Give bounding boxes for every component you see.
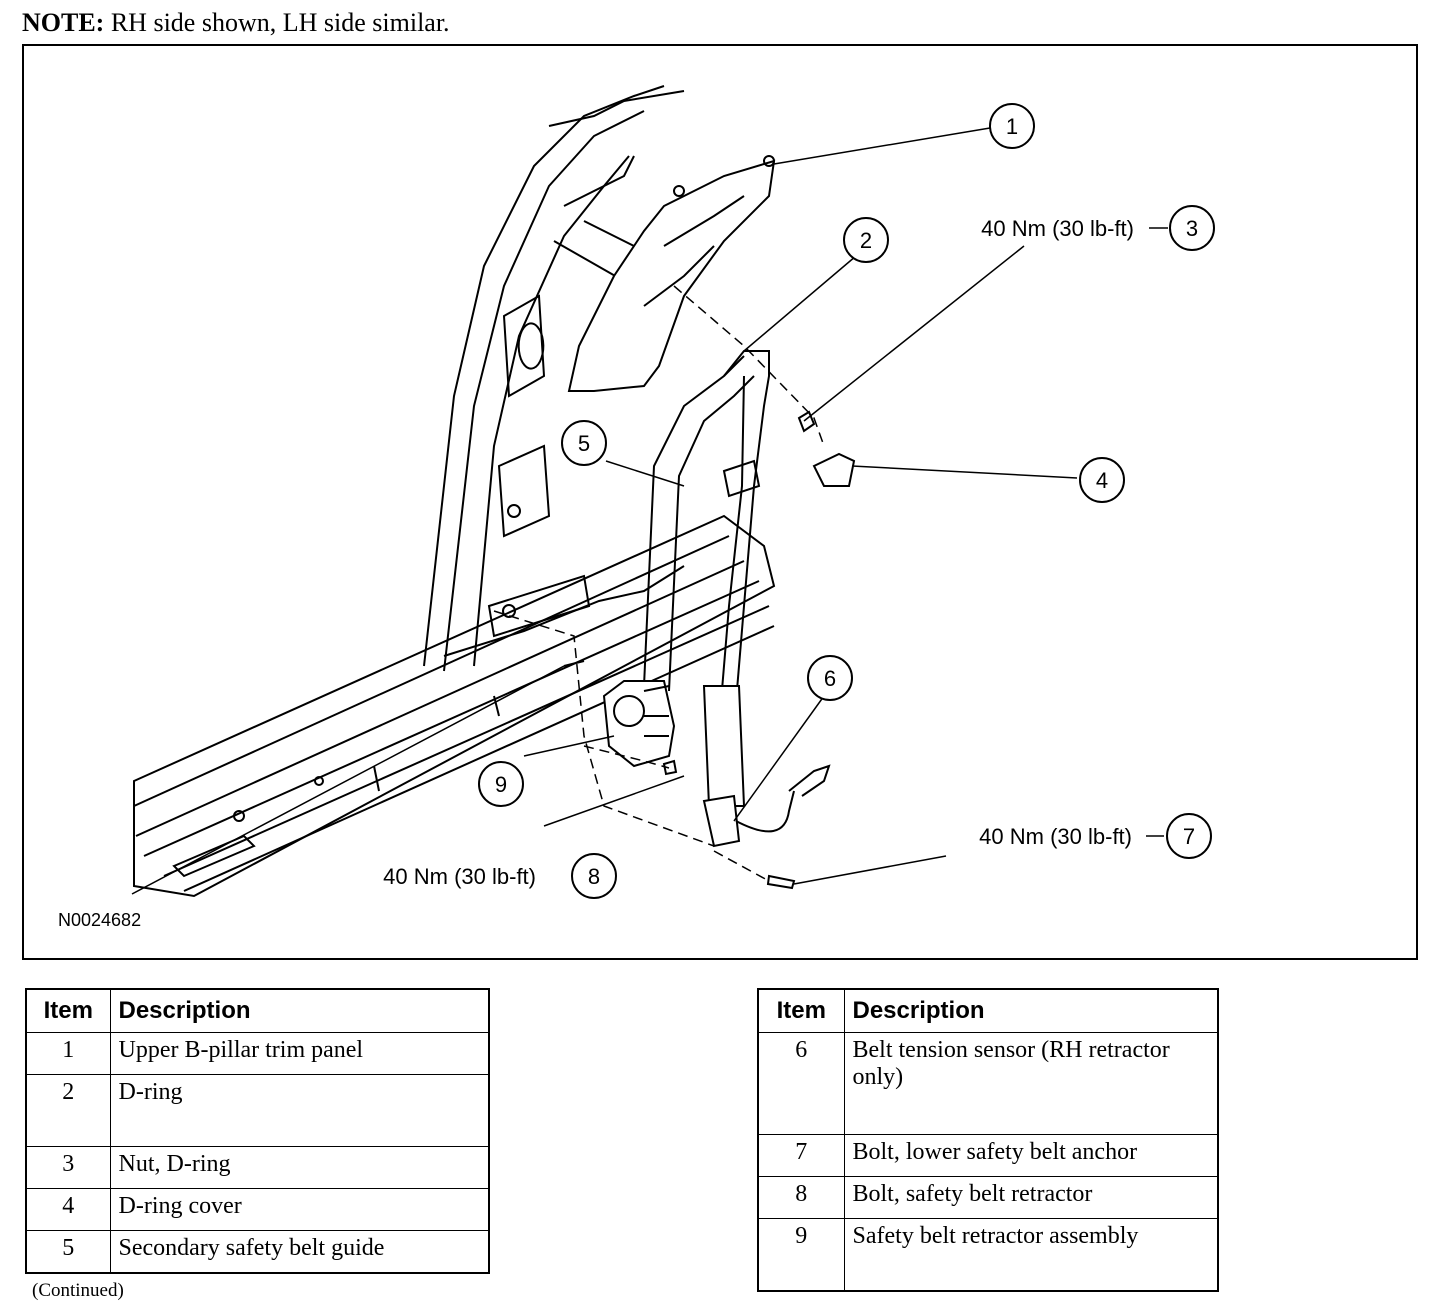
callout-7: 40 Nm (30 lb-ft) 7 bbox=[979, 813, 1212, 859]
item-description: Nut, D-ring bbox=[109, 1146, 490, 1189]
retractor-bolt-drawing bbox=[662, 759, 678, 776]
item-description: Upper B-pillar trim panel bbox=[109, 1032, 490, 1075]
seat-belt-illustration: 1 2 40 Nm (30 lb-ft) 3 4 5 6 40 Nm (30 l… bbox=[131, 85, 1215, 899]
b-pillar-drawing bbox=[423, 85, 685, 672]
table-row: 9 Safety belt retractor assembly bbox=[757, 1218, 1219, 1291]
upper-trim-panel-drawing bbox=[567, 155, 776, 392]
note-label: NOTE: bbox=[22, 8, 105, 37]
item-number: 3 bbox=[25, 1146, 111, 1189]
callout-2-number: 2 bbox=[860, 228, 872, 253]
lower-anchor-bolt-drawing bbox=[766, 874, 796, 890]
callout-1-number: 1 bbox=[1006, 114, 1018, 139]
leader-lines bbox=[131, 127, 1168, 895]
item-description: Bolt, lower safety belt anchor bbox=[843, 1134, 1219, 1177]
item-number: 8 bbox=[757, 1176, 845, 1219]
header-description: Description bbox=[109, 988, 490, 1033]
table-row: 2 D-ring bbox=[25, 1074, 490, 1147]
callout-3: 40 Nm (30 lb-ft) 3 bbox=[981, 205, 1215, 251]
table-row: 4 D-ring cover bbox=[25, 1188, 490, 1231]
callout-8-number: 8 bbox=[588, 864, 600, 889]
callout-8: 40 Nm (30 lb-ft) 8 bbox=[383, 853, 617, 899]
exploded-view-figure: 1 2 40 Nm (30 lb-ft) 3 4 5 6 40 Nm (30 l… bbox=[22, 44, 1418, 960]
item-number: 1 bbox=[25, 1032, 111, 1075]
callout-3-number: 3 bbox=[1186, 216, 1198, 241]
item-description: Secondary safety belt guide bbox=[109, 1230, 490, 1273]
continued-label: (Continued) bbox=[32, 1280, 124, 1301]
item-description: Bolt, safety belt retractor bbox=[843, 1176, 1219, 1219]
callout-7-number: 7 bbox=[1183, 824, 1195, 849]
item-number: 6 bbox=[757, 1032, 845, 1135]
header-item: Item bbox=[757, 988, 845, 1033]
note-text: RH side shown, LH side similar. bbox=[104, 8, 450, 37]
callout-3-torque: 40 Nm (30 lb-ft) bbox=[981, 216, 1134, 241]
item-description: Belt tension sensor (RH retractor only) bbox=[843, 1032, 1219, 1135]
table-row: 7 Bolt, lower safety belt anchor bbox=[757, 1134, 1219, 1177]
d-ring-cover-drawing bbox=[812, 452, 856, 487]
header-item: Item bbox=[25, 988, 111, 1033]
item-number: 5 bbox=[25, 1230, 111, 1273]
callout-4: 4 bbox=[1079, 457, 1125, 503]
callout-4-number: 4 bbox=[1096, 468, 1108, 493]
item-description: D-ring cover bbox=[109, 1188, 490, 1231]
table-header-row: Item Description bbox=[25, 988, 490, 1033]
rocker-sill-drawing bbox=[133, 514, 776, 898]
callout-2: 2 bbox=[843, 217, 889, 263]
callout-5-number: 5 bbox=[578, 431, 590, 456]
callout-6: 6 bbox=[807, 655, 853, 701]
table-row: 8 Bolt, safety belt retractor bbox=[757, 1176, 1219, 1219]
tension-sensor-drawing bbox=[702, 764, 831, 848]
item-description: D-ring bbox=[109, 1074, 490, 1147]
item-number: 7 bbox=[757, 1134, 845, 1177]
table-row: 5 Secondary safety belt guide bbox=[25, 1230, 490, 1273]
table-row: 6 Belt tension sensor (RH retractor only… bbox=[757, 1032, 1219, 1135]
figure-id: N0024682 bbox=[58, 910, 142, 930]
item-table-left: Item Description 1 Upper B-pillar trim p… bbox=[25, 988, 490, 1274]
callout-8-torque: 40 Nm (30 lb-ft) bbox=[383, 864, 536, 889]
header-description: Description bbox=[843, 988, 1219, 1033]
item-number: 4 bbox=[25, 1188, 111, 1231]
retractor-drawing bbox=[602, 680, 676, 768]
item-number: 2 bbox=[25, 1074, 111, 1147]
callout-9: 9 bbox=[478, 761, 524, 807]
callout-9-number: 9 bbox=[495, 772, 507, 797]
callout-5: 5 bbox=[561, 420, 607, 466]
note: NOTE: RH side shown, LH side similar. bbox=[22, 8, 450, 38]
item-number: 9 bbox=[757, 1218, 845, 1291]
callout-7-torque: 40 Nm (30 lb-ft) bbox=[979, 824, 1132, 849]
callout-1: 1 bbox=[989, 103, 1035, 149]
table-header-row: Item Description bbox=[757, 988, 1219, 1033]
d-ring-nut-drawing bbox=[797, 410, 816, 433]
item-description: Safety belt retractor assembly bbox=[843, 1218, 1219, 1291]
assembly-lines bbox=[493, 285, 825, 882]
item-table-right: Item Description 6 Belt tension sensor (… bbox=[757, 988, 1219, 1292]
table-row: 1 Upper B-pillar trim panel bbox=[25, 1032, 490, 1075]
table-row: 3 Nut, D-ring bbox=[25, 1146, 490, 1189]
callout-6-number: 6 bbox=[824, 666, 836, 691]
